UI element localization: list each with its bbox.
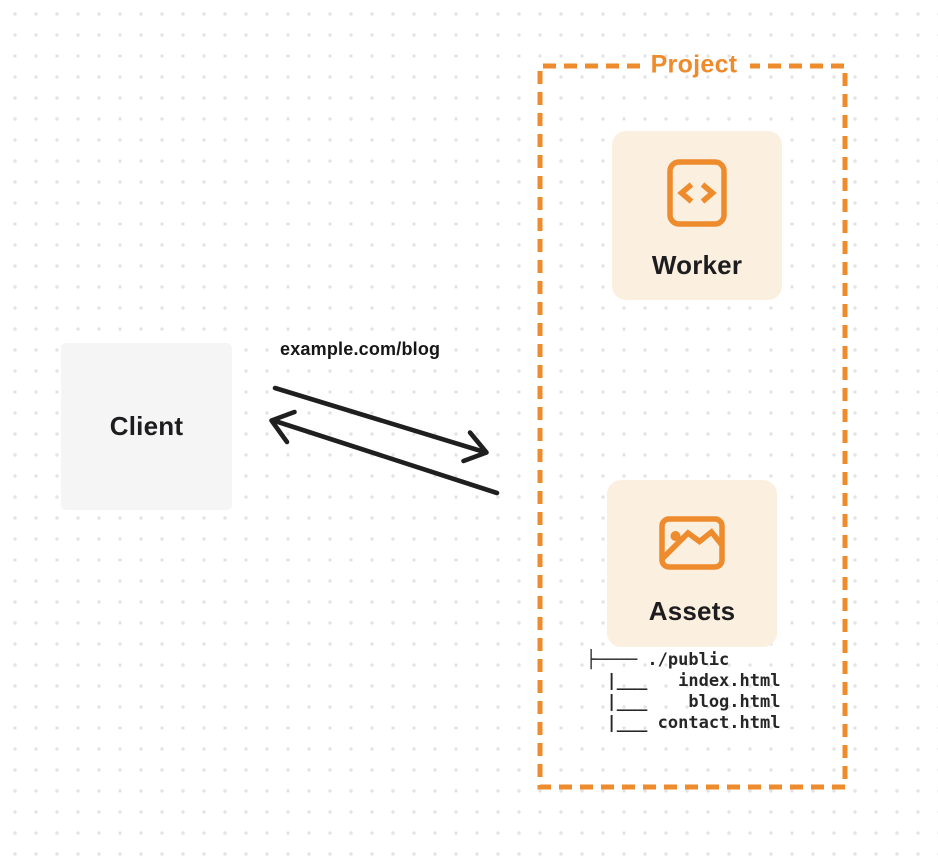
file-tree: ├──── ./public |___ index.html |___ blog… bbox=[586, 650, 780, 734]
client-label: Client bbox=[109, 411, 184, 441]
request-url-label: example.com/blog bbox=[280, 339, 441, 359]
file-tree-item: |___ index.html bbox=[586, 671, 781, 691]
project-label: Project bbox=[650, 50, 738, 79]
image-icon bbox=[659, 516, 725, 570]
assets-label: Assets bbox=[648, 596, 736, 626]
response-arrow bbox=[269, 409, 500, 496]
worker-card: Worker bbox=[612, 131, 782, 300]
file-tree-root: ├──── ./public bbox=[586, 650, 730, 670]
assets-card: Assets bbox=[607, 480, 777, 647]
file-tree-item: |___ contact.html bbox=[586, 713, 781, 733]
request-arrow bbox=[272, 385, 489, 464]
file-tree-item: |___ blog.html bbox=[586, 692, 781, 712]
client-box: Client bbox=[61, 343, 232, 510]
worker-label: Worker bbox=[651, 250, 743, 280]
code-file-icon bbox=[667, 159, 727, 227]
